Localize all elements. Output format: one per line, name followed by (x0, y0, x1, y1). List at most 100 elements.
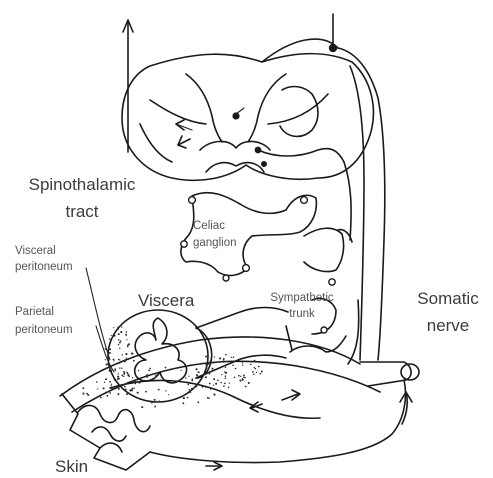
stipple-dot (205, 355, 207, 357)
stipple-dot (189, 391, 191, 393)
stipple-dot (141, 406, 143, 408)
stipple-dot (209, 373, 211, 375)
stipple-dot (111, 385, 112, 386)
stipple-dot (117, 327, 119, 329)
stipple-dot (119, 348, 120, 349)
spinal-cord (122, 54, 373, 181)
stipple-dot (109, 338, 110, 339)
stipple-dot (238, 375, 240, 377)
stipple-dot (221, 361, 222, 362)
stipple-dot (134, 381, 135, 382)
stipple-dot (195, 368, 197, 370)
stipple-dot (120, 340, 122, 342)
stipple-dot (125, 389, 127, 391)
stipple-dot (105, 378, 107, 380)
stipple-dot (183, 397, 185, 399)
stipple-dot (127, 344, 129, 346)
stipple-dot (258, 366, 260, 368)
stipple-dot (204, 373, 206, 375)
stipple-dot (135, 383, 137, 385)
stipple-dot (208, 363, 210, 365)
skin-label: Skin (55, 458, 88, 477)
stipple-dot (118, 362, 120, 364)
stipple-dot (188, 375, 189, 376)
stipple-dot (165, 367, 167, 369)
stipple-dot (132, 353, 133, 354)
stipple-dot (109, 352, 111, 354)
stipple-dot (213, 362, 215, 364)
stipple-dot (138, 370, 139, 371)
stipple-dot (213, 384, 214, 385)
stipple-dot (259, 373, 261, 375)
stipple-dot (117, 378, 119, 380)
stipple-dot (117, 393, 119, 395)
stipple-dot (122, 354, 123, 355)
stipple-dot (197, 401, 199, 403)
stipple-dot (110, 370, 112, 372)
stipple-dot (118, 388, 120, 390)
stipple-dot (113, 359, 115, 361)
viscera-label: Viscera (138, 292, 194, 311)
stipple-dot (229, 382, 230, 383)
stipple-dot (223, 385, 225, 387)
stipple-dot (109, 370, 111, 372)
stipple-dot (201, 386, 203, 388)
stipple-dot (113, 335, 114, 336)
stipple-dot (207, 368, 209, 370)
stipple-dot (245, 386, 247, 388)
stipple-dot (121, 368, 122, 369)
stipple-dot (119, 342, 121, 344)
stipple-dot (168, 394, 169, 395)
stipple-dot (127, 346, 128, 347)
somatic-nerve-label: Somatic nerve (405, 290, 491, 335)
stipple-dot (126, 393, 128, 395)
stipple-dot (225, 354, 227, 356)
stipple-dot (215, 383, 217, 385)
stipple-dot (209, 361, 210, 362)
stipple-dot (163, 379, 164, 380)
stipple-dot (210, 388, 212, 390)
stipple-dot (133, 387, 134, 388)
celiac-ganglion-label: Celiac ganglion (193, 220, 236, 249)
stipple-dot (118, 359, 120, 361)
stipple-dot (252, 371, 254, 373)
stipple-dot (224, 383, 226, 385)
stipple-dot (205, 371, 207, 373)
stipple-dot (242, 364, 243, 365)
stipple-dot (121, 326, 122, 327)
stipple-dot (253, 374, 254, 375)
stipple-dot (127, 382, 129, 384)
stipple-dot (202, 363, 203, 364)
stipple-dot (196, 374, 198, 376)
sympathetic-trunk-shape (290, 228, 352, 352)
stipple-dot (191, 380, 193, 382)
stipple-dot (100, 397, 102, 399)
stipple-dot (118, 339, 120, 341)
stipple-dot (119, 367, 120, 368)
stipple-dot (224, 371, 226, 373)
stipple-dot (96, 381, 98, 383)
stipple-dot (125, 353, 127, 355)
stipple-dot (189, 389, 191, 391)
stipple-dot (214, 356, 215, 357)
stipple-dot (117, 376, 119, 378)
stipple-dot (131, 389, 133, 391)
stipple-dot (123, 376, 124, 377)
stipple-dot (137, 379, 138, 380)
stipple-dot (234, 377, 236, 379)
stipple-dot (182, 402, 184, 404)
stipple-dot (244, 377, 245, 378)
stipple-dot (190, 364, 191, 365)
stipple-dot (187, 397, 189, 399)
stipple-dot (231, 357, 232, 358)
stipple-dot (187, 384, 189, 386)
stipple-dot (124, 372, 126, 374)
stipple-dot (104, 382, 105, 383)
stipple-dot (109, 381, 111, 383)
stipple-dot (235, 368, 237, 370)
stipple-dot (198, 383, 199, 384)
stipple-dot (82, 387, 84, 389)
stipple-dot (114, 368, 116, 370)
stipple-dot (191, 388, 193, 390)
